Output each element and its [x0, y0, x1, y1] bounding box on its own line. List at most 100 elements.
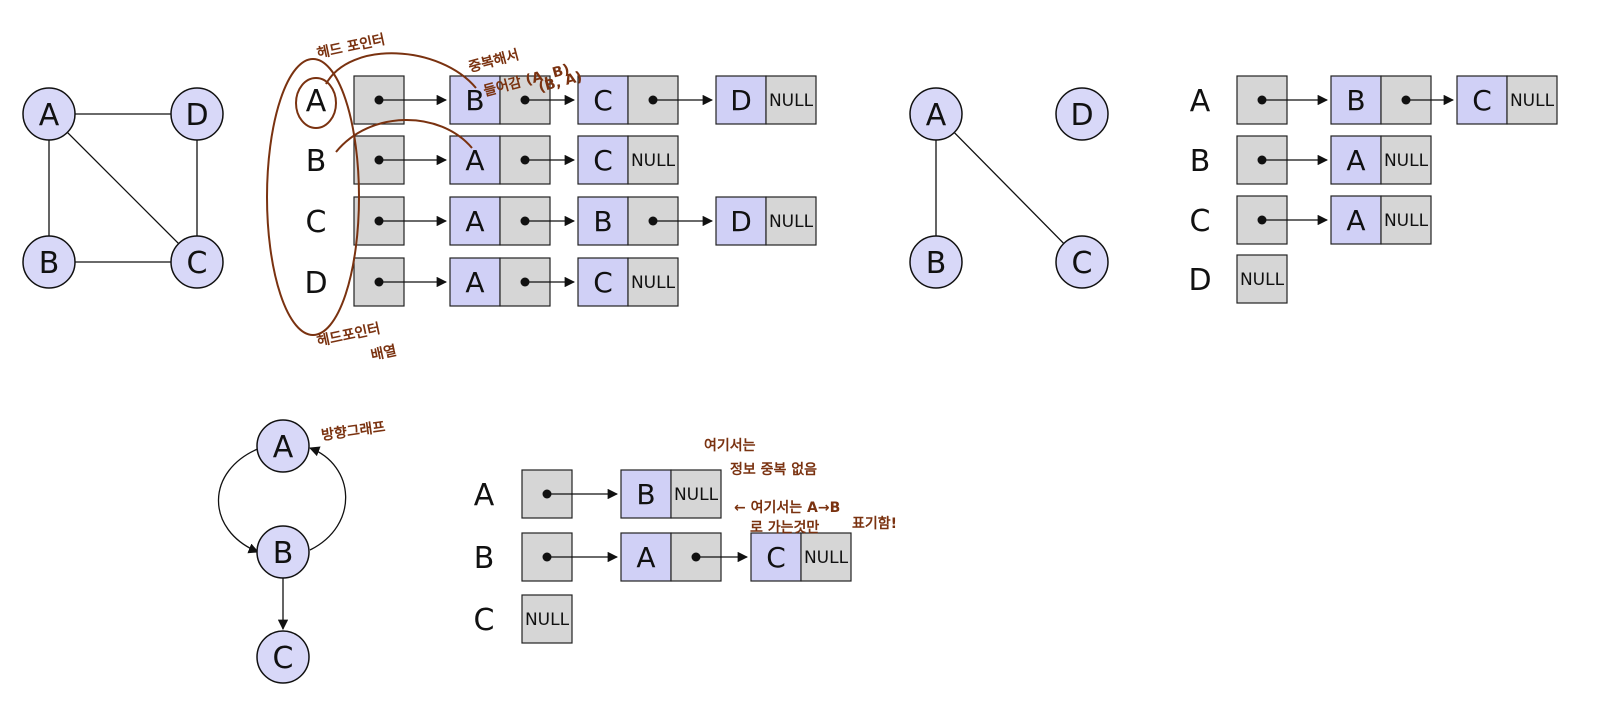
pointer-dot — [542, 552, 552, 562]
arrow-note-1: ← 여기서는 A→B — [734, 499, 840, 516]
head-array-note-2: 배열 — [369, 342, 398, 364]
data-cell-label: C — [766, 541, 786, 574]
pointer-dot — [542, 489, 552, 499]
link-cell — [670, 469, 722, 519]
head-label: C — [306, 205, 327, 240]
data-cell-label: A — [1346, 204, 1365, 237]
graph3-node-a: A — [256, 419, 310, 473]
arrow-note-2: 로 가는것만 — [750, 519, 819, 536]
head-label: A — [1190, 84, 1211, 119]
data-cell — [577, 135, 629, 185]
link-cell — [1380, 135, 1432, 185]
edge-a-c — [935, 113, 1083, 263]
data-cell — [715, 196, 767, 246]
list-row-a: A B C NULL — [1190, 75, 1558, 125]
null-label: NULL — [631, 151, 676, 171]
pointer-dot — [1257, 215, 1267, 225]
data-cell-label: B — [1346, 84, 1365, 117]
pointer-dot — [1401, 95, 1411, 105]
list-node-a: A NULL — [1330, 195, 1432, 245]
data-cell-label: A — [636, 541, 655, 574]
data-cell-label: C — [593, 144, 613, 177]
head-array-note-1: 헤드포인터 — [315, 320, 382, 350]
data-cell-label: B — [465, 84, 484, 117]
graph3-node-a-label: A — [273, 430, 294, 465]
graph3-node-c: C — [256, 630, 310, 684]
arrow-note-3: 표기함! — [852, 515, 897, 532]
data-cell — [750, 532, 802, 582]
graph1-node-c: C — [170, 235, 224, 289]
head-label: D — [304, 266, 327, 301]
null-label: NULL — [769, 212, 814, 232]
head-array-ellipse — [266, 58, 360, 336]
head-label: B — [306, 144, 327, 179]
list-node-b: B — [449, 75, 551, 125]
head-pointer-circle — [295, 77, 337, 129]
pointer-dot — [691, 552, 701, 562]
null-label: NULL — [1240, 270, 1285, 290]
graph1-node-a: A — [22, 87, 76, 141]
data-cell-label: A — [465, 266, 484, 299]
graph1-node-b-label: B — [39, 246, 60, 281]
head-label: B — [1190, 144, 1211, 179]
data-cell — [620, 532, 672, 582]
pointer-dot — [374, 95, 384, 105]
list-node-c: C NULL — [577, 257, 679, 307]
head-label: C — [474, 603, 495, 638]
head-label: B — [474, 541, 495, 576]
pointer-dot — [1257, 95, 1267, 105]
graph1-node-d-label: D — [185, 98, 208, 133]
annotations — [266, 52, 477, 336]
null-label: NULL — [1510, 91, 1555, 111]
null-label: NULL — [769, 91, 814, 111]
graph2-node-d-label: D — [1070, 98, 1093, 133]
link-cell — [765, 196, 817, 246]
link-cell — [627, 257, 679, 307]
data-cell-label: C — [593, 266, 613, 299]
graph2-node-d: D — [1055, 87, 1109, 141]
pointer-dot — [648, 216, 658, 226]
head-pointer-box — [1236, 254, 1288, 304]
here-note-2: 정보 중복 없음 — [730, 461, 817, 478]
pointer-dot — [520, 216, 530, 226]
edge-b-to-a — [309, 446, 347, 551]
data-cell-label: A — [465, 144, 484, 177]
data-cell — [715, 75, 767, 125]
data-cell — [1456, 75, 1508, 125]
head-label: A — [306, 84, 327, 119]
null-label: NULL — [1384, 211, 1429, 231]
head-label: A — [474, 478, 495, 513]
graph1-node-d: D — [170, 87, 224, 141]
data-cell-label: A — [465, 205, 484, 238]
here-note-1: 여기서는 — [704, 437, 756, 454]
data-cell-label: B — [593, 205, 612, 238]
head-pointer-note: 헤드 포인터 — [315, 31, 386, 62]
graph-1: A D B C — [22, 87, 224, 289]
graph2-node-c-label: C — [1072, 246, 1093, 281]
list-row-d: D A C NULL — [304, 257, 679, 307]
graph1-node-b: B — [22, 235, 76, 289]
link-cell — [765, 75, 817, 125]
pointer-dot — [374, 277, 384, 287]
data-cell — [449, 75, 501, 125]
null-label: NULL — [1384, 151, 1429, 171]
data-cell — [1330, 195, 1382, 245]
null-label: NULL — [525, 610, 570, 630]
duplicate-curve-1 — [325, 52, 477, 89]
data-cell — [1330, 75, 1382, 125]
pointer-dot — [520, 277, 530, 287]
data-cell-label: C — [593, 84, 613, 117]
null-label: NULL — [631, 273, 676, 293]
data-cell-label: C — [1472, 84, 1492, 117]
data-cell — [577, 196, 629, 246]
null-label: NULL — [674, 485, 719, 505]
head-label: C — [1190, 204, 1211, 239]
